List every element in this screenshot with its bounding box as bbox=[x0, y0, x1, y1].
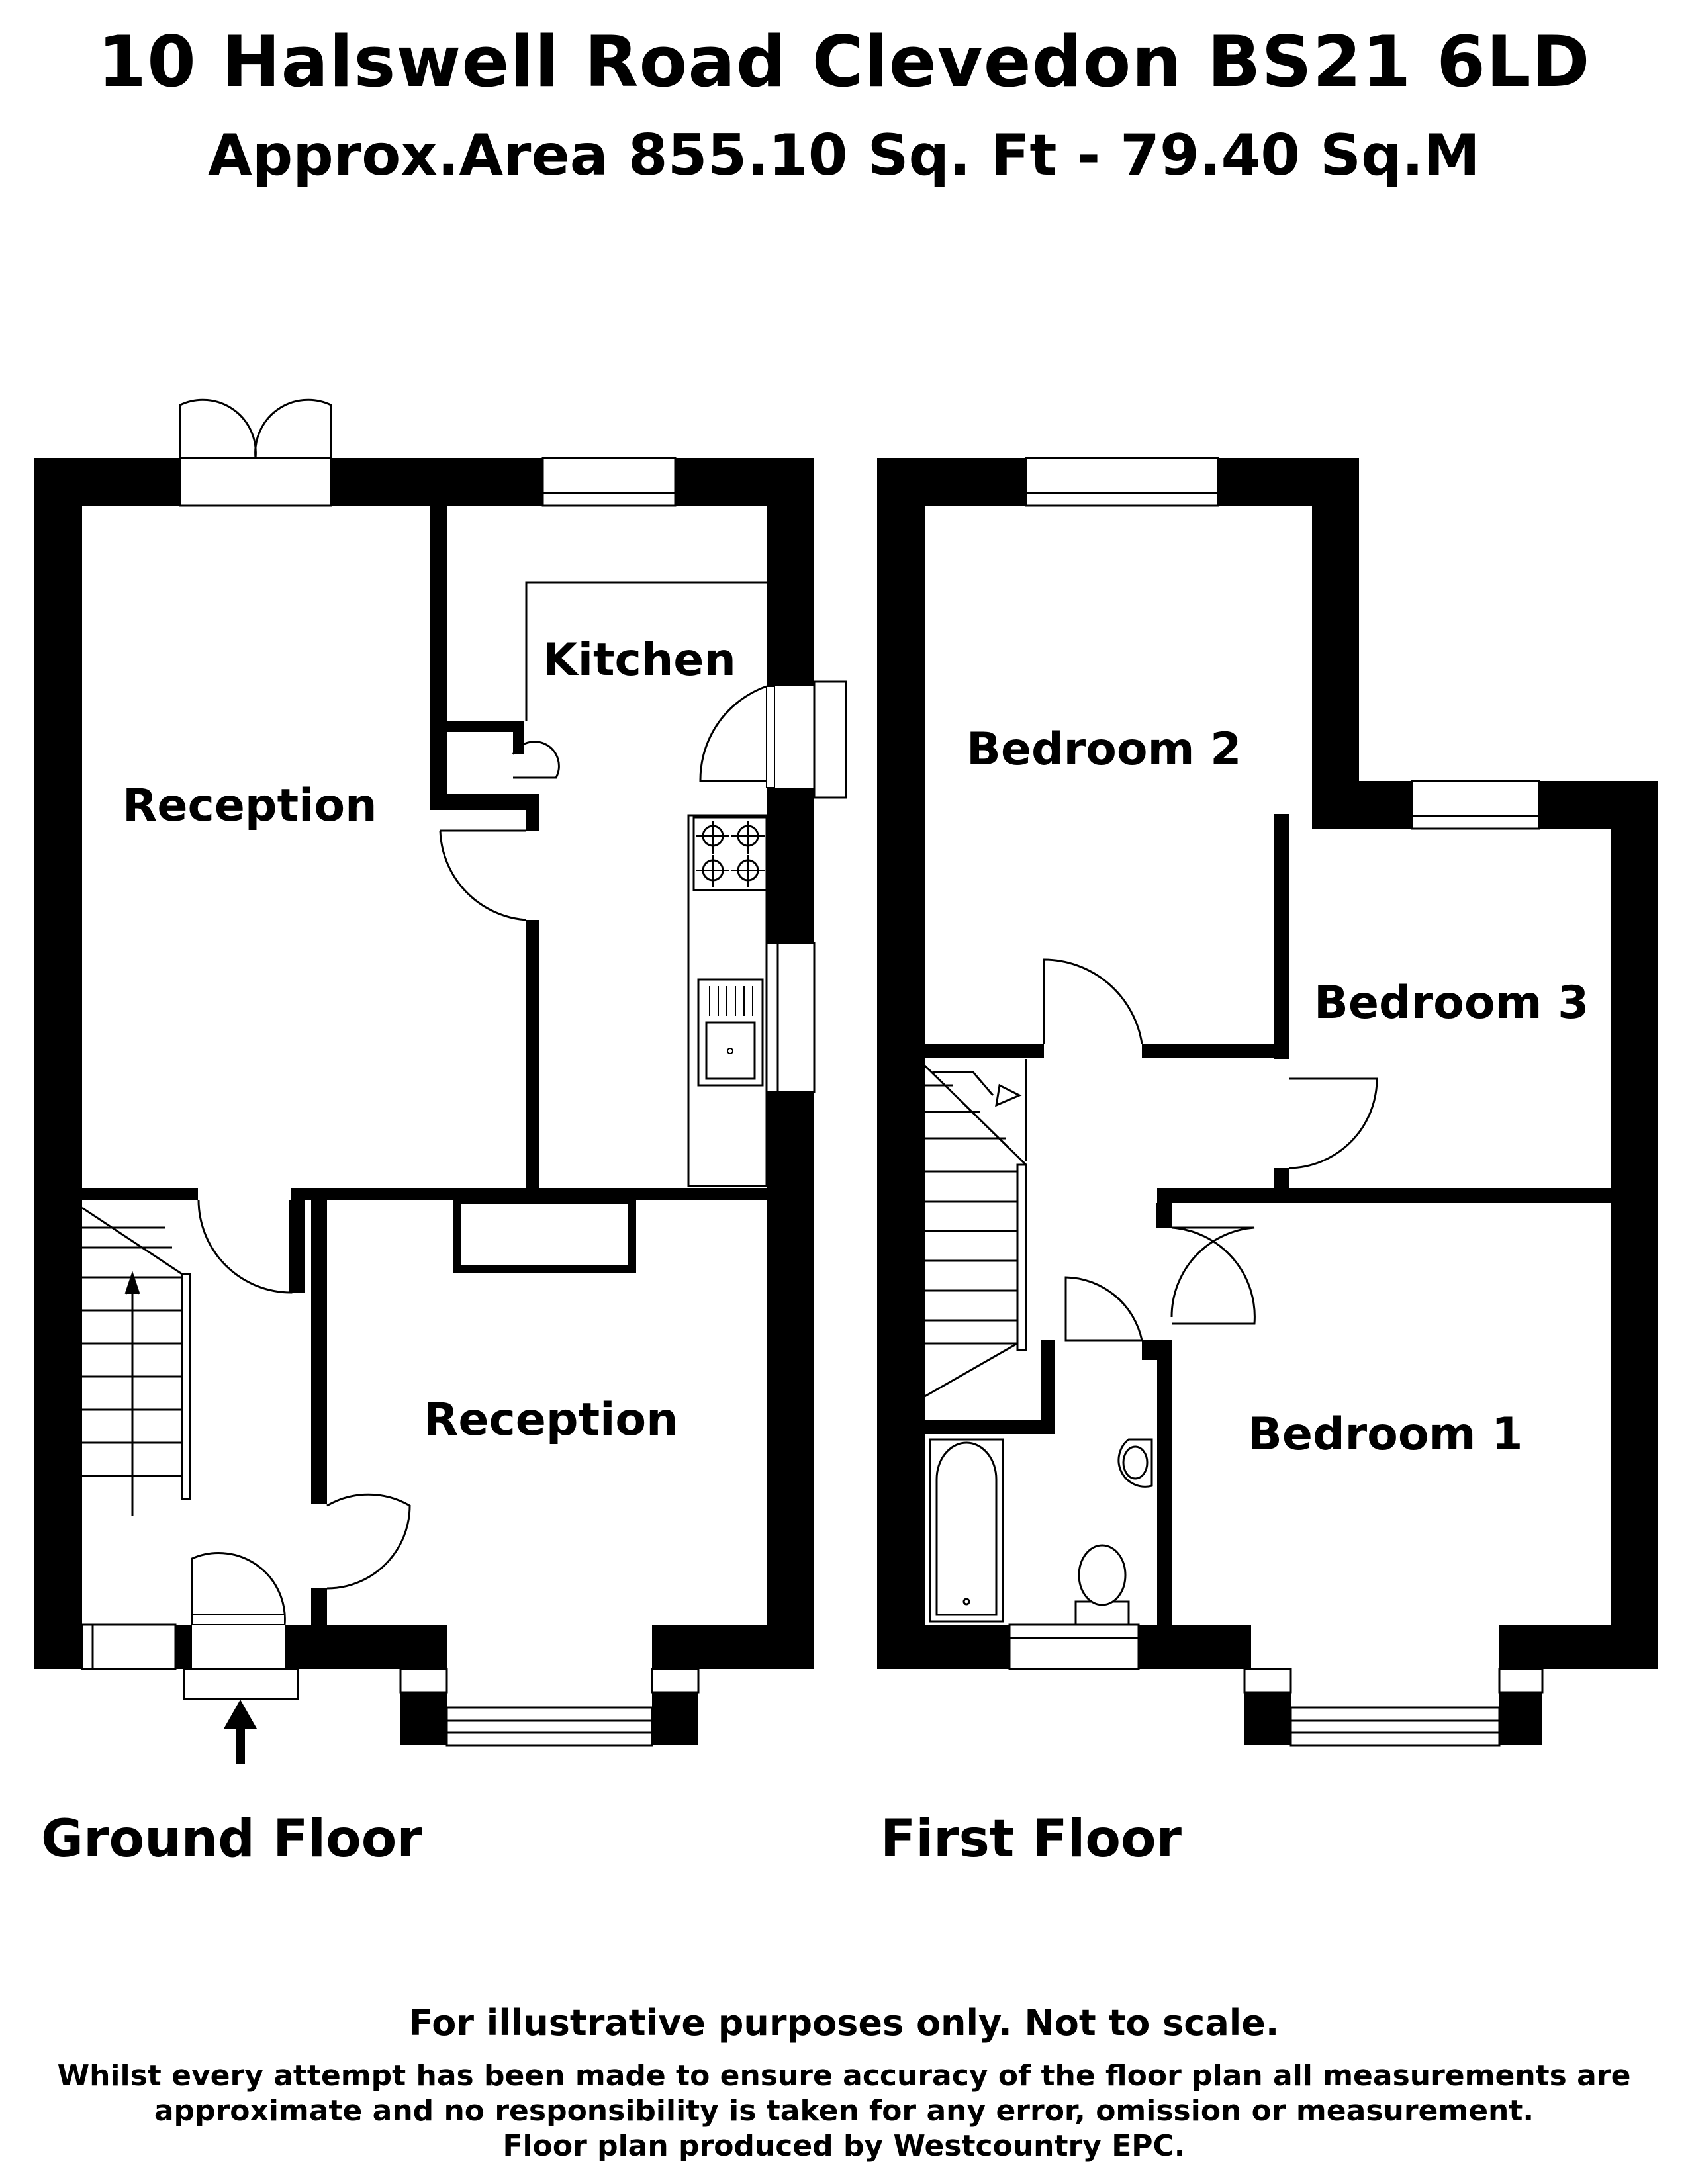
gf-bay-side-window-left bbox=[399, 1668, 448, 1694]
ff-wall-bedroom1-top bbox=[1165, 1188, 1611, 1203]
room-label-bedroom3: Bedroom 3 bbox=[1314, 977, 1589, 1029]
ff-wall-right-upper bbox=[1312, 458, 1359, 829]
gf-hall-door-swing bbox=[197, 1199, 293, 1294]
gf-worktop bbox=[687, 814, 768, 1187]
gf-front-reception-door-swing bbox=[326, 1493, 411, 1590]
ground-floor-label: Ground Floor bbox=[41, 1809, 422, 1869]
room-label-reception-front: Reception bbox=[424, 1394, 679, 1446]
ff-bedroom3-door-swing bbox=[1288, 1077, 1378, 1169]
property-address: 10 Halswell Road Clevedon BS21 6LD bbox=[97, 21, 1591, 103]
gf-hall-window bbox=[81, 1623, 177, 1670]
gf-wall-front-reception-top bbox=[291, 1188, 767, 1200]
ff-bedroom2-door-swing bbox=[1043, 958, 1143, 1044]
gf-front-step bbox=[183, 1668, 299, 1700]
gf-wall-right-lower bbox=[767, 1092, 814, 1669]
ff-wall-right bbox=[1611, 781, 1658, 1669]
ff-bedroom1-door-swing bbox=[1171, 1226, 1256, 1325]
gf-chimney-breast bbox=[453, 1196, 636, 1273]
room-label-bedroom1: Bedroom 1 bbox=[1248, 1408, 1523, 1461]
ff-wall-bedroom3-left bbox=[1274, 814, 1289, 1059]
gf-wall-right-upper bbox=[767, 458, 814, 686]
room-label-kitchen: Kitchen bbox=[543, 634, 736, 686]
ff-bedroom2-window bbox=[1025, 457, 1219, 507]
gf-front-door-swing bbox=[191, 1551, 286, 1625]
gf-stairs bbox=[81, 1206, 191, 1516]
first-floor-label: First Floor bbox=[880, 1809, 1182, 1869]
toilet-icon bbox=[1074, 1544, 1130, 1626]
disclaimer-line-2: approximate and no responsibility is tak… bbox=[154, 2094, 1534, 2128]
gf-wall-kitchen-left bbox=[430, 506, 447, 810]
ff-wall-bottom-left bbox=[877, 1625, 1009, 1669]
room-label-bedroom2: Bedroom 2 bbox=[966, 723, 1241, 776]
gf-french-doors bbox=[179, 457, 332, 507]
gf-wall-bottom-porch bbox=[175, 1625, 192, 1669]
ff-bay-window bbox=[1289, 1706, 1501, 1747]
ff-bathroom-window bbox=[1008, 1623, 1140, 1670]
disclaimer-line-1: Whilst every attempt has been made to en… bbox=[57, 2059, 1631, 2093]
gf-kitchen-door-swing bbox=[439, 830, 527, 921]
ff-stairs bbox=[923, 1059, 1027, 1398]
ff-wall-bathroom-top bbox=[925, 1420, 1055, 1434]
ff-wall-bottom-right bbox=[1499, 1625, 1658, 1669]
sink-icon bbox=[697, 978, 764, 1087]
gf-wall-bottom-right bbox=[652, 1625, 814, 1669]
hob-icon bbox=[692, 816, 768, 891]
gf-kitchen-side-window bbox=[765, 942, 816, 1093]
gf-wall-top-left bbox=[34, 458, 180, 506]
ff-bedroom3-window bbox=[1411, 780, 1540, 830]
gf-wall-right-mid bbox=[767, 788, 814, 943]
basin-icon bbox=[1117, 1438, 1153, 1488]
ff-wall-top-left bbox=[877, 458, 1026, 506]
disclaimer-body: Whilst every attempt has been made to en… bbox=[0, 2058, 1688, 2163]
gf-kitchen-window bbox=[541, 457, 677, 507]
disclaimer-line-3: Floor plan produced by Westcountry EPC. bbox=[502, 2129, 1186, 2163]
room-label-reception-rear: Reception bbox=[122, 780, 377, 832]
gf-bay-side-window-right bbox=[651, 1668, 700, 1694]
bath-icon bbox=[929, 1438, 1004, 1623]
ground-floor-plan: Reception Kitchen Reception Ground Floor bbox=[34, 398, 847, 1869]
gf-back-door-swing bbox=[699, 685, 767, 782]
gf-wall-hall-right bbox=[311, 1200, 327, 1504]
entrance-arrow-icon bbox=[224, 1700, 257, 1764]
gf-wall-top-mid bbox=[331, 458, 543, 506]
ff-wall-bedroom1-left bbox=[1157, 1340, 1172, 1625]
gf-wall-hall-top bbox=[82, 1188, 198, 1200]
gf-wall-kitchen-lower bbox=[526, 920, 539, 1198]
first-floor-plan: Bedroom 2 Bedroom 3 Bedroom 1 First Floo… bbox=[877, 457, 1658, 1869]
ff-wall-landing-top bbox=[925, 1044, 1044, 1058]
gf-wall-left bbox=[34, 458, 82, 1669]
area-summary: Approx.Area 855.10 Sq. Ft - 79.40 Sq.M bbox=[208, 122, 1480, 189]
ff-wall-bottom-mid bbox=[1139, 1625, 1251, 1669]
ff-bathroom-door-swing bbox=[1064, 1276, 1143, 1342]
gf-wall-bottom-mid bbox=[285, 1625, 447, 1669]
ff-wall-left bbox=[877, 458, 925, 1669]
gf-bay-window bbox=[445, 1706, 653, 1747]
disclaimer-heading: For illustrative purposes only. Not to s… bbox=[408, 2002, 1280, 2044]
